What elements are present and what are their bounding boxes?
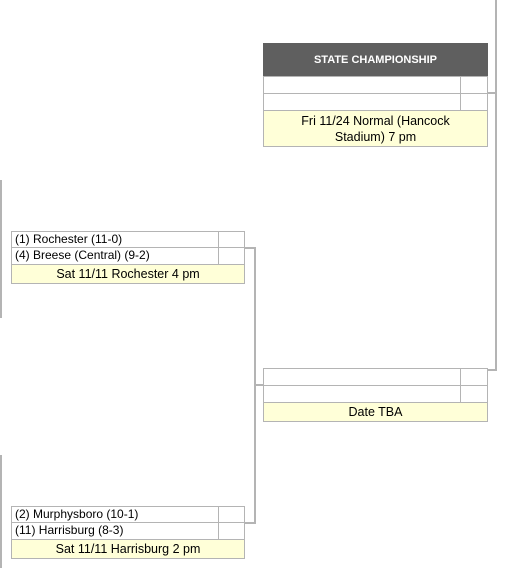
connector-left-top	[0, 180, 2, 318]
quarterfinal-top-info: Sat 11/11 Rochester 4 pm	[11, 264, 245, 284]
quarterfinal-top-score-1	[218, 231, 245, 248]
connector-champ-in	[488, 92, 497, 94]
championship-score-1	[460, 76, 488, 94]
semifinal-game: Date TBA	[263, 368, 488, 422]
semifinal-score-1	[460, 368, 488, 386]
quarterfinal-bottom-score-1	[218, 506, 245, 523]
championship-team-2[interactable]	[263, 93, 461, 111]
championship-game: STATE CHAMPIONSHIP Fri 11/24 Normal (Han…	[263, 43, 488, 147]
semifinal-info: Date TBA	[263, 402, 488, 422]
quarterfinal-top-score-2	[218, 247, 245, 265]
quarterfinal-bottom-score-2	[218, 522, 245, 540]
quarterfinal-bottom-info: Sat 11/11 Harrisburg 2 pm	[11, 539, 245, 559]
championship-team-1[interactable]	[263, 76, 461, 94]
connector-champ-vertical	[495, 0, 497, 371]
championship-score-2	[460, 93, 488, 111]
championship-info-line-1: Fri 11/24 Normal (Hancock	[301, 114, 450, 128]
quarterfinal-bottom-team-1[interactable]: (2) Murphysboro (10-1)	[11, 506, 219, 523]
connector-to-semi	[254, 384, 263, 386]
connector-qf-bottom-out	[245, 522, 255, 524]
quarterfinal-bottom-team-2[interactable]: (11) Harrisburg (8-3)	[11, 522, 219, 540]
championship-title: STATE CHAMPIONSHIP	[313, 54, 438, 66]
quarterfinal-top-team-2[interactable]: (4) Breese (Central) (9-2)	[11, 247, 219, 265]
championship-info: Fri 11/24 Normal (Hancock Stadium) 7 pm	[263, 110, 488, 147]
championship-header: STATE CHAMPIONSHIP	[263, 43, 488, 77]
championship-info-line-2: Stadium) 7 pm	[334, 130, 417, 144]
quarterfinal-top-game: (1) Rochester (11-0) (4) Breese (Central…	[11, 231, 245, 284]
connector-left-bottom	[0, 455, 2, 568]
quarterfinal-bottom-game: (2) Murphysboro (10-1) (11) Harrisburg (…	[11, 506, 245, 559]
quarterfinal-top-team-1[interactable]: (1) Rochester (11-0)	[11, 231, 219, 248]
connector-qf-top-out	[245, 247, 255, 249]
connector-semi-out	[488, 369, 497, 371]
semifinal-team-2[interactable]	[263, 385, 461, 403]
semifinal-team-1[interactable]	[263, 368, 461, 386]
semifinal-score-2	[460, 385, 488, 403]
